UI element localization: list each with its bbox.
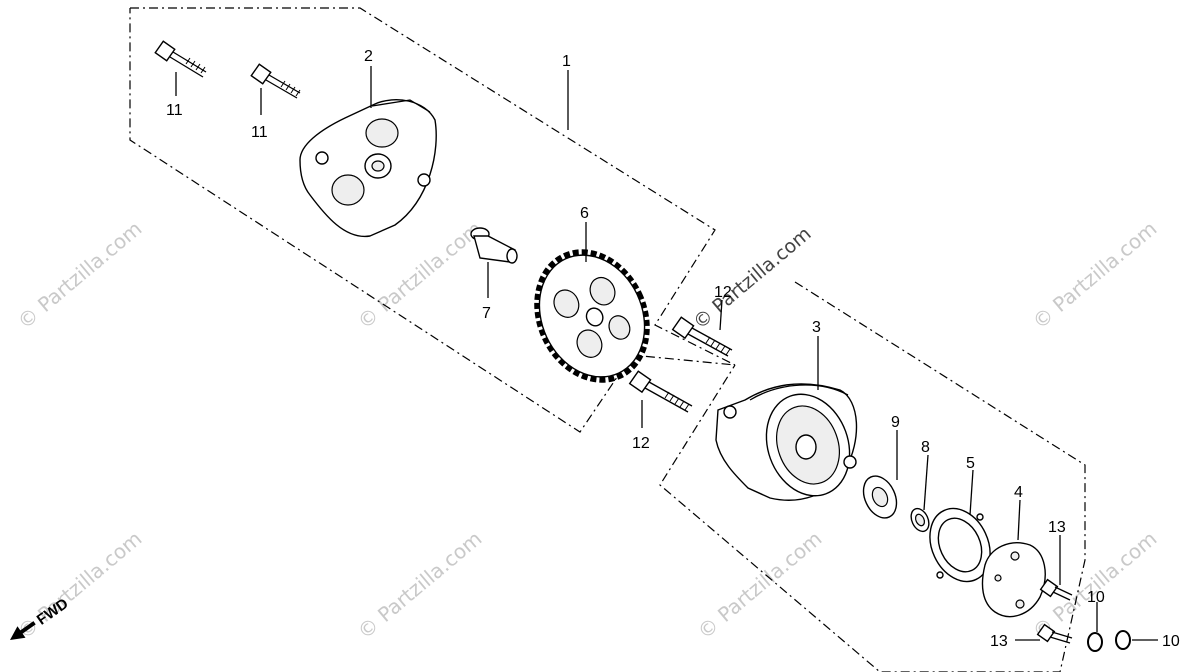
screw-13-lower <box>1036 623 1073 644</box>
screw-13-upper <box>1039 578 1073 601</box>
gasket-5 <box>929 507 991 583</box>
callout-6: 6 <box>580 205 589 222</box>
callout-11-left: 11 <box>166 102 183 119</box>
assembly-outlines <box>129 7 1086 672</box>
callout-8: 8 <box>921 439 930 456</box>
o-ring-10-right <box>1115 630 1131 650</box>
callout-10-right: 10 <box>1162 633 1180 650</box>
upper-assembly-outline <box>129 7 736 433</box>
lower-assembly-outline <box>659 281 1086 672</box>
callout-3: 3 <box>812 319 821 336</box>
watermark: © Partzilla.com <box>693 526 827 644</box>
dowel-pin-7 <box>470 227 518 264</box>
callout-9: 9 <box>891 414 900 431</box>
pump-cover-2 <box>299 99 437 238</box>
callout-2: 2 <box>364 48 373 65</box>
o-ring-10-left <box>1087 632 1103 652</box>
callout-10-left: 10 <box>1087 589 1105 606</box>
callout-labels: 1 2 11 11 6 7 12 12 3 9 8 5 4 13 13 10 1… <box>166 48 1180 650</box>
callout-4: 4 <box>1014 484 1023 501</box>
bolt-11-left <box>154 40 207 78</box>
callout-7: 7 <box>482 305 491 322</box>
callout-1: 1 <box>562 53 571 70</box>
watermark: © Partzilla.com <box>353 526 487 644</box>
bolt-11-right <box>250 63 301 99</box>
driven-gear-6 <box>534 249 650 383</box>
callout-12: 12 <box>632 435 650 452</box>
inner-rotor-9 <box>862 475 898 519</box>
watermark: © Partzilla.com <box>1028 216 1162 334</box>
callout-13-upper: 13 <box>1048 519 1066 536</box>
watermark: © Partzilla.com <box>13 216 147 334</box>
callout-13-lower: 13 <box>990 633 1008 650</box>
pump-body-3 <box>715 383 858 501</box>
outer-rotor-8 <box>910 507 930 533</box>
watermark: © Partzilla.com <box>689 223 815 334</box>
forward-arrow-icon <box>10 621 36 640</box>
bolt-12-lower <box>628 370 693 413</box>
callout-12-upper: 12 <box>714 284 732 301</box>
leader-lines <box>175 66 1158 641</box>
callout-5: 5 <box>966 455 975 472</box>
cover-plate-4 <box>981 542 1046 618</box>
bolt-12-upper <box>671 316 733 357</box>
callout-11-right: 11 <box>251 124 268 141</box>
